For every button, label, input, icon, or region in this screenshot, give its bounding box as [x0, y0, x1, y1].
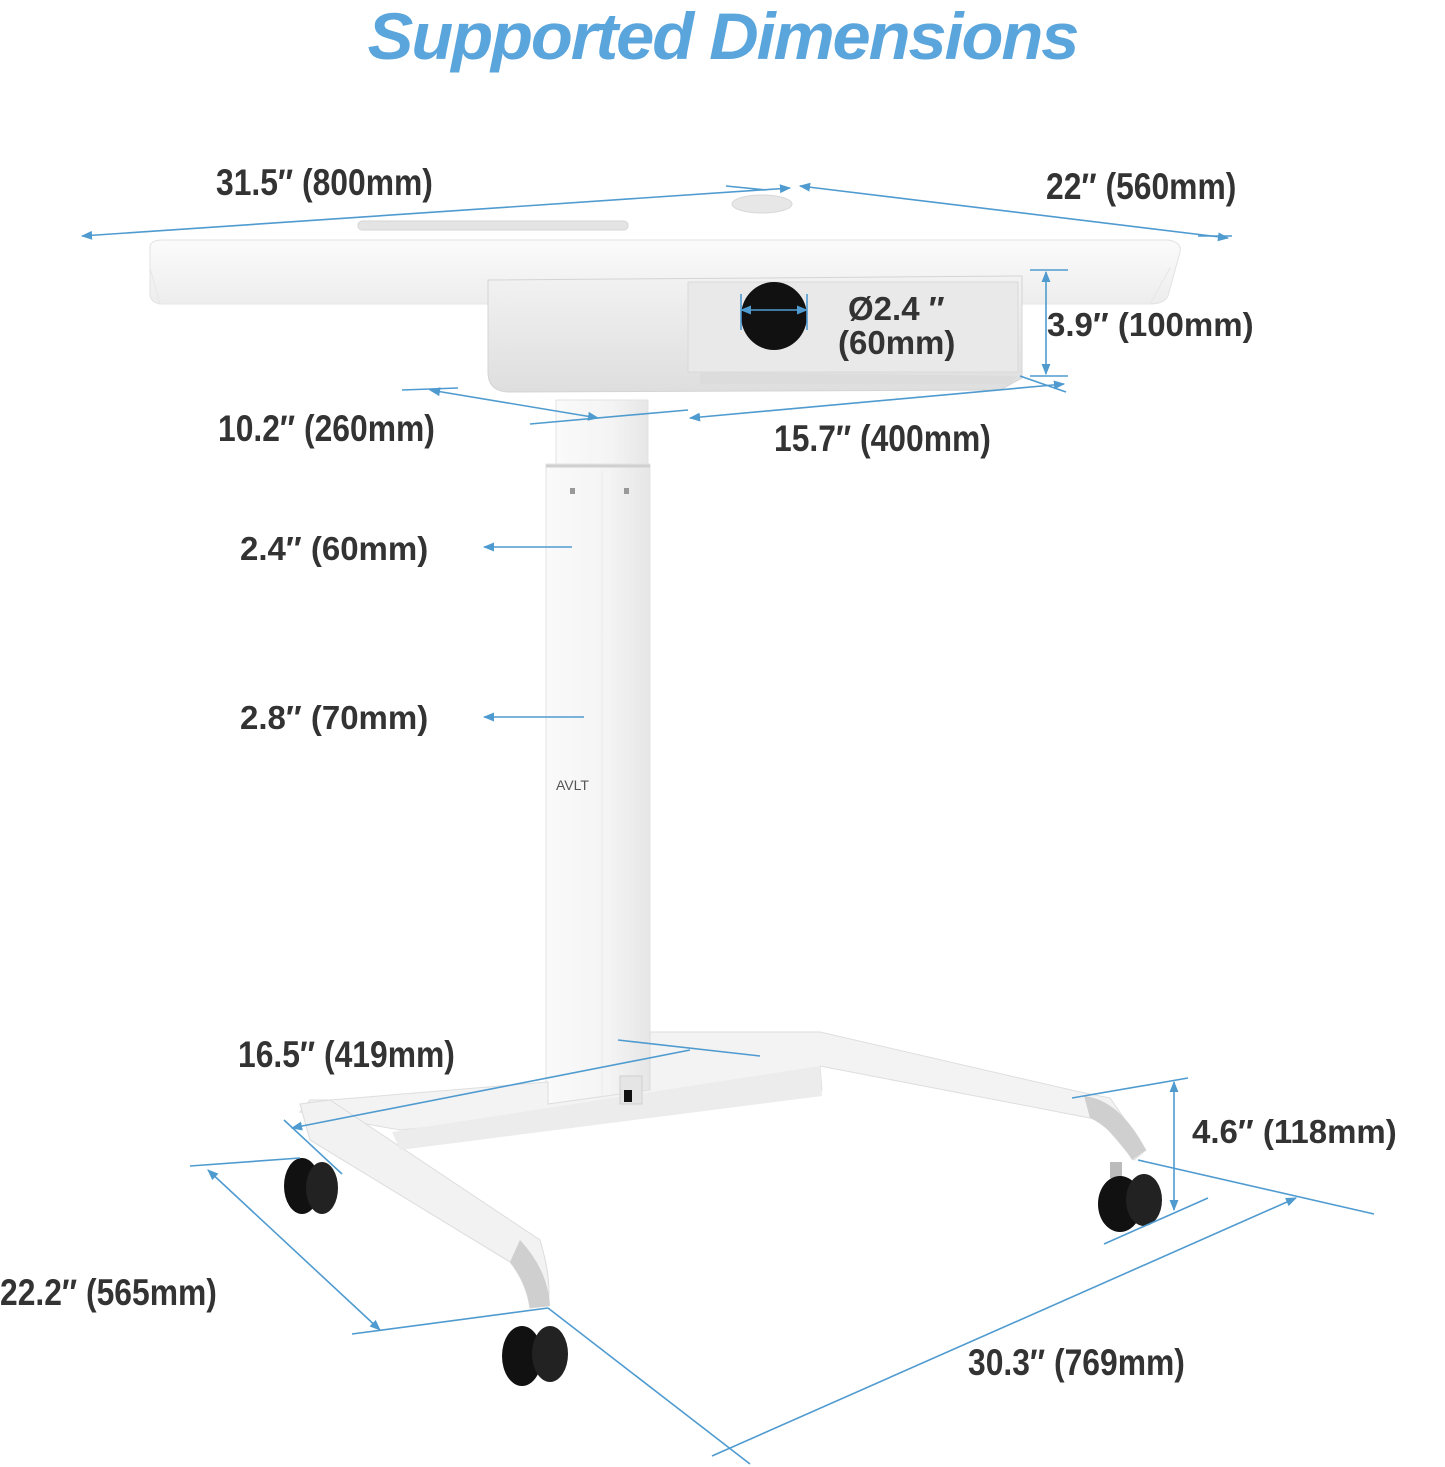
base-width-label: 30.3″ (769mm): [968, 1342, 1185, 1383]
grommet-diameter-inch-label: Ø2.4 ″: [848, 290, 945, 327]
drawer: [487, 275, 1023, 393]
dimension-lines: [80, 182, 1375, 1465]
drawer-depth-label: 10.2″ (260mm): [218, 408, 435, 449]
caster-front-center: [502, 1326, 568, 1386]
base-foot-length-label: 22.2″ (565mm): [0, 1272, 217, 1313]
caster-front-left: [284, 1158, 338, 1214]
lower-column-label: 2.8″ (70mm): [240, 699, 429, 736]
desktop-depth-label: 22″ (560mm): [1046, 166, 1237, 207]
desk-base: [299, 1031, 1147, 1309]
caster-back-right: [1098, 1162, 1162, 1232]
foot-height-label: 4.6″ (118mm): [1192, 1113, 1397, 1150]
desktop-width-label: 31.5″ (800mm): [216, 162, 433, 203]
drawer-height-label: 3.9″ (100mm): [1047, 306, 1254, 343]
brand-logo: AVLT: [556, 777, 589, 793]
lower-column: [545, 463, 651, 1105]
tablet-slot: [357, 220, 629, 231]
base-crossbar-label: 16.5″ (419mm): [238, 1034, 455, 1075]
grommet-diameter-mm-label: (60mm): [838, 324, 956, 361]
cup-holder: [731, 194, 793, 214]
upper-column: [555, 399, 649, 465]
upper-column-label: 2.4″ (60mm): [240, 530, 429, 567]
drawer-width-label: 15.7″ (400mm): [774, 418, 991, 459]
page-title: Supported Dimensions: [367, 0, 1080, 73]
grommet-hole: [741, 282, 807, 350]
